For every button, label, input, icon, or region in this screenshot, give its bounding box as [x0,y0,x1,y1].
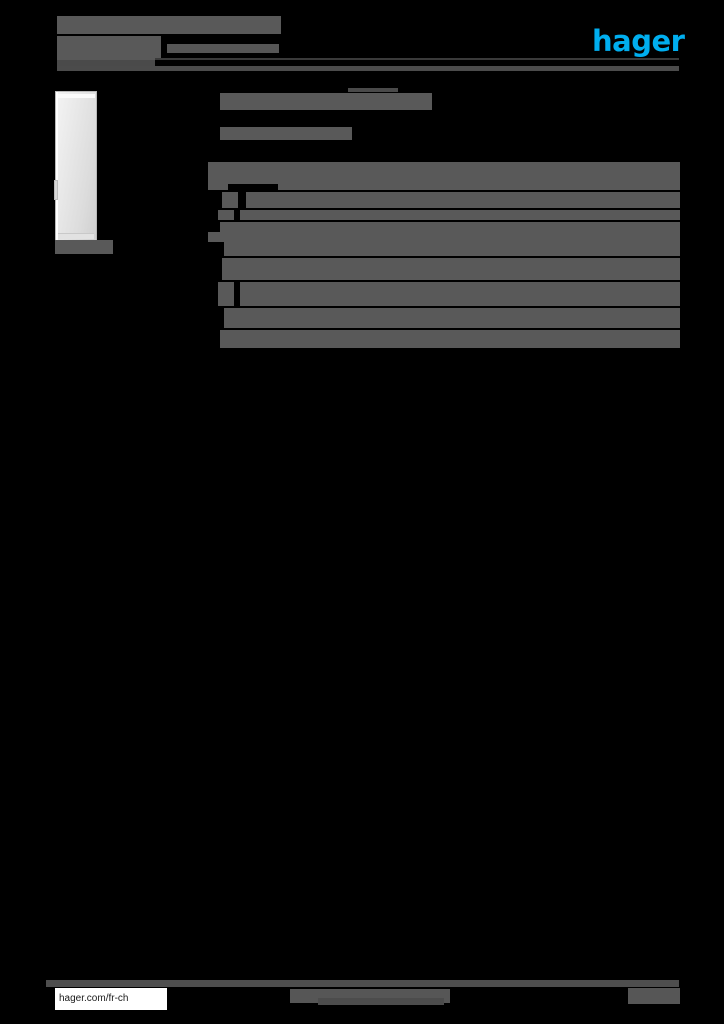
table-cell-gap [228,184,278,190]
section-subheading-redacted [220,127,352,140]
table-cell-gap [208,192,222,208]
section-heading-accent [348,88,398,92]
footer-center-secondary-redacted [318,998,444,1005]
header-rule [57,66,679,71]
page-header: hager [0,0,724,78]
table-row [208,330,680,348]
table-cell-gap [208,222,220,232]
table-row [208,258,680,280]
product-figure [54,91,137,244]
table-cell-gap [238,192,246,208]
table-cell-gap [234,282,240,306]
footer-rule [46,980,679,987]
table-cell-gap [208,210,218,220]
product-caption-redacted [55,240,113,254]
table-row [208,192,680,208]
table-cell-gap [208,258,222,280]
table-row [208,222,680,256]
specifications-table [208,162,680,350]
footer-url-box[interactable]: hager.com/fr-ch [55,988,167,1010]
table-row [208,308,680,328]
footer-right-redacted [628,988,680,1004]
page-subtitle-redacted [167,44,279,53]
product-image [54,91,97,244]
table-cell-gap [208,330,220,348]
product-image-edge-highlight [56,92,58,244]
table-cell-gap [208,308,224,328]
table-cell-gap [208,282,218,306]
hager-logo-text: hager [592,24,685,58]
table-cell-gap [208,242,224,256]
page-title-redacted [57,16,281,34]
table-row [208,282,680,306]
footer-url-label: hager.com/fr-ch [59,993,129,1004]
hager-logo[interactable]: hager [592,24,685,58]
product-latch-icon [54,180,58,200]
table-row [208,162,680,190]
table-cell-gap [234,210,240,220]
table-row [208,210,680,220]
page-title-second-line-redacted [57,36,161,60]
page-reference-redacted [57,60,155,68]
section-heading-redacted [220,93,432,110]
header-thin-rule [155,58,679,60]
